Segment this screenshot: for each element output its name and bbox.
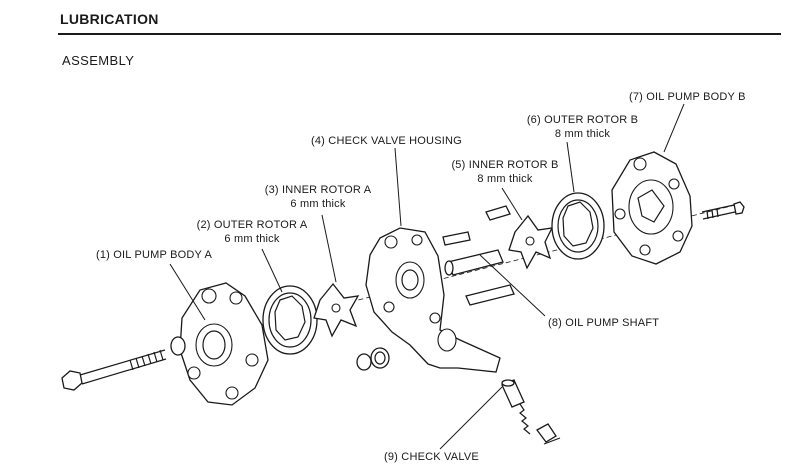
outer-rotor-b-part — [551, 192, 605, 260]
callout-note: 8 mm thick — [554, 128, 611, 140]
leader-lines — [169, 103, 685, 450]
outer-rotor-a-part — [262, 285, 318, 355]
callout-note: 6 mm thick — [224, 233, 280, 245]
callout-outer-rotor-a: (2) OUTER ROTOR A 6 mm thick — [187, 218, 317, 246]
callout-oil-pump-body-a: (1) OIL PUMP BODY A — [96, 248, 212, 262]
callout-note: 8 mm thick — [477, 173, 533, 185]
callout-check-valve: (9) CHECK VALVE — [384, 450, 479, 464]
oil-pump-shaft-part — [444, 249, 504, 276]
small-bolt — [701, 201, 745, 220]
inner-rotor-b-part — [508, 214, 554, 270]
dowel-pins — [442, 205, 515, 306]
callout-outer-rotor-b: (6) OUTER ROTOR B 8 mm thick — [520, 113, 645, 141]
section-title: LUBRICATION — [60, 11, 159, 27]
callout-label: (2) OUTER ROTOR A — [196, 219, 308, 231]
long-bolt — [61, 349, 167, 391]
inner-rotor-a-part — [313, 282, 360, 338]
check-valve-part — [501, 379, 561, 445]
oil-pump-body-a-part — [170, 282, 269, 406]
callout-label: (5) INNER ROTOR B — [451, 159, 559, 171]
seal-ring — [356, 347, 390, 371]
callout-label: (9) CHECK VALVE — [384, 451, 479, 463]
callout-check-valve-housing: (4) CHECK VALVE HOUSING — [311, 134, 462, 148]
callout-label: (6) OUTER ROTOR B — [526, 114, 639, 126]
callout-oil-pump-body-b: (7) OIL PUMP BODY B — [629, 90, 746, 104]
header-rule — [58, 33, 781, 35]
callout-label: (1) OIL PUMP BODY A — [96, 249, 213, 261]
callout-inner-rotor-b: (5) INNER ROTOR B 8 mm thick — [445, 158, 565, 186]
callout-label: (8) OIL PUMP SHAFT — [548, 317, 660, 329]
callout-note: 6 mm thick — [290, 198, 346, 210]
subheading: ASSEMBLY — [62, 53, 135, 68]
check-valve-housing-part — [365, 227, 501, 373]
callout-label: (4) CHECK VALVE HOUSING — [311, 135, 462, 147]
callout-oil-pump-shaft: (8) OIL PUMP SHAFT — [548, 316, 659, 330]
callout-label: (3) INNER ROTOR A — [264, 184, 372, 196]
callout-inner-rotor-a: (3) INNER ROTOR A 6 mm thick — [258, 183, 378, 211]
callout-label: (7) OIL PUMP BODY B — [629, 91, 746, 103]
oil-pump-body-b-part — [611, 151, 693, 265]
